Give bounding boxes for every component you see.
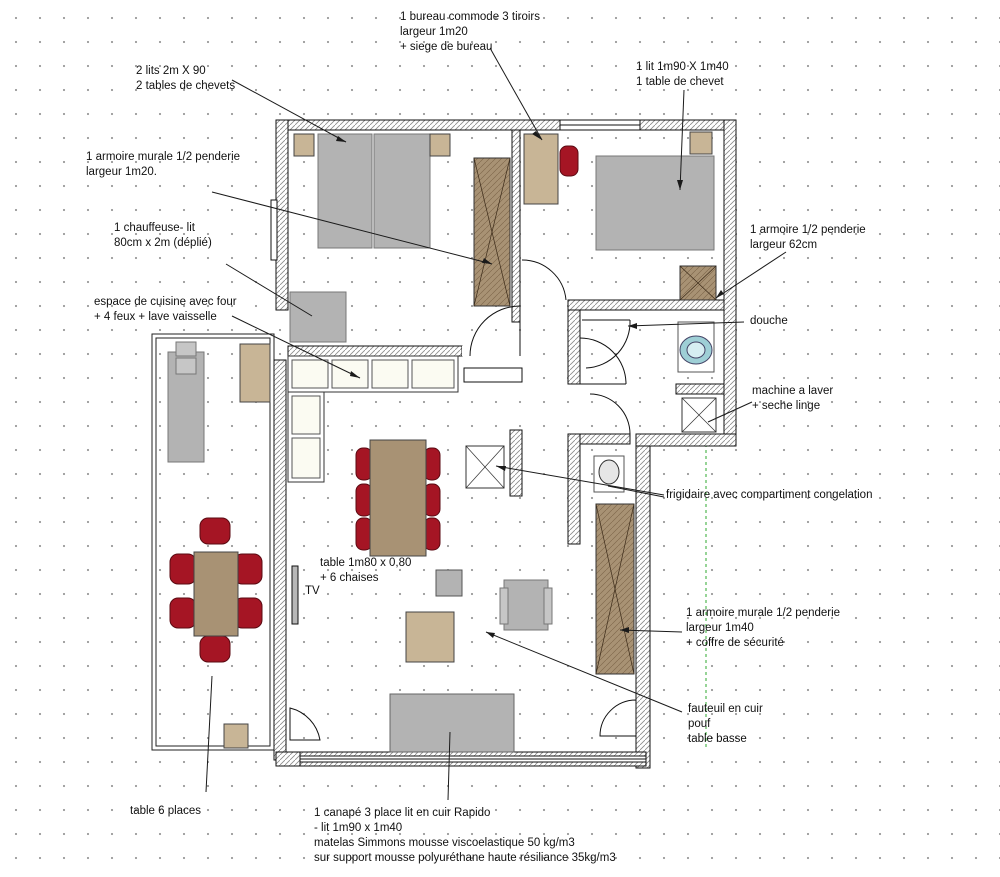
leader-arrowheads (336, 131, 724, 638)
shower (677, 321, 715, 373)
terrace-table (169, 517, 263, 749)
wardrobe-140 (595, 503, 635, 675)
fridge (465, 445, 505, 489)
terrace-lounger (167, 341, 205, 463)
kitchen (239, 343, 459, 483)
chauffeuse-lit (289, 291, 347, 343)
sofa (389, 693, 515, 753)
door-swings (289, 259, 637, 741)
label-canape: 1 canapé 3 place lit en cuir Rapido- lit… (314, 807, 616, 864)
walls (270, 119, 737, 769)
label-douche: douche (750, 315, 788, 327)
double-bed (595, 131, 715, 251)
wardrobe-62 (679, 265, 717, 301)
living-furniture (405, 569, 553, 663)
leader-lines (205, 47, 787, 801)
washing-machine (681, 397, 717, 433)
label-tv: TV (305, 585, 320, 597)
wardrobe-120 (473, 157, 511, 307)
dining-table-interior (355, 439, 441, 557)
label-frigidaire: frigidaire avec compartiment congelation (666, 489, 873, 501)
label-table-terrasse: table 6 places (130, 805, 201, 817)
label-cuisine: espace de cuisine avec four+ 4 feux + la… (94, 296, 237, 323)
label-table-interieure: table 1m80 x 0,80+ 6 chaises (320, 557, 412, 584)
label-machine: machine a laver+ seche linge (752, 385, 834, 412)
desk (523, 133, 579, 205)
twin-beds (293, 133, 451, 249)
